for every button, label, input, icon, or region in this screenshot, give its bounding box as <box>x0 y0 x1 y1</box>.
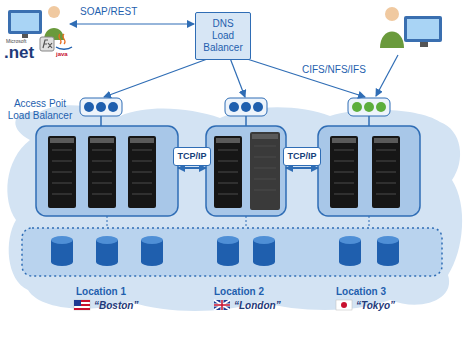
server-top <box>90 138 114 143</box>
label-text: Location 2 <box>214 286 264 298</box>
server-slot <box>132 172 152 173</box>
server-slot <box>52 194 72 195</box>
disk-top <box>51 236 73 244</box>
server-slot <box>334 150 354 151</box>
server-slot <box>132 194 152 195</box>
server-slot <box>52 172 72 173</box>
label-text: “Boston” <box>94 300 138 312</box>
server-slot <box>52 183 72 184</box>
disk-top <box>253 236 275 244</box>
cluster <box>206 126 286 216</box>
server-slot <box>254 146 276 147</box>
server-top <box>332 138 356 143</box>
server-slot <box>132 150 152 151</box>
label-text: java <box>56 50 68 58</box>
storage-band <box>22 228 442 276</box>
disk-top <box>141 236 163 244</box>
server-slot <box>376 150 396 151</box>
disk-top <box>96 236 118 244</box>
server-rack <box>372 136 400 208</box>
cluster <box>36 126 178 216</box>
server-slot <box>254 168 276 169</box>
server-slot <box>254 157 276 158</box>
dns-balancer-box: DNS Load Balancer <box>195 12 251 60</box>
label-text: “London” <box>234 300 281 312</box>
server-slot <box>218 150 238 151</box>
server-slot <box>334 183 354 184</box>
protocol-box: TCP/IP <box>283 147 321 166</box>
server-slot <box>334 161 354 162</box>
server-slot <box>334 172 354 173</box>
label-text: Access Poit Load Balancer <box>2 98 78 122</box>
server-slot <box>334 194 354 195</box>
server-slot <box>254 179 276 180</box>
label-text: Location 1 <box>76 286 126 298</box>
label-text: .net <box>4 43 34 62</box>
server-slot <box>218 183 238 184</box>
disks <box>51 236 399 266</box>
server-rack <box>250 132 280 210</box>
disk-top <box>217 236 239 244</box>
server-slot <box>376 161 396 162</box>
server-top <box>216 138 240 143</box>
server-slot <box>52 161 72 162</box>
tcp-link <box>178 167 206 169</box>
flag-uk <box>214 300 230 310</box>
server-top <box>130 138 154 143</box>
flag-us <box>74 300 90 310</box>
servers <box>48 132 400 210</box>
server-top <box>252 134 278 139</box>
server-slot <box>92 150 112 151</box>
server-slot <box>92 194 112 195</box>
server-rack <box>214 136 242 208</box>
server-slot <box>254 190 276 191</box>
protocol-box: TCP/IP <box>173 147 211 166</box>
server-rack <box>48 136 76 208</box>
server-rack <box>330 136 358 208</box>
storage-links <box>107 216 369 228</box>
disk-top <box>377 236 399 244</box>
cloud <box>7 105 462 311</box>
flag-jp <box>336 300 352 310</box>
lb-to-cluster <box>101 116 369 126</box>
label-text: CIFS/NFS/IFS <box>302 64 366 76</box>
server-slot <box>52 150 72 151</box>
label-text: SOAP/REST <box>80 6 137 18</box>
server-slot <box>218 161 238 162</box>
client-user <box>380 7 442 48</box>
server-slot <box>132 161 152 162</box>
disk-top <box>339 236 361 244</box>
server-slot <box>376 194 396 195</box>
server-slot <box>218 194 238 195</box>
server-slot <box>92 161 112 162</box>
node-text: TCP/IP <box>287 151 317 162</box>
server-slot <box>92 183 112 184</box>
server-slot <box>218 172 238 173</box>
server-slot <box>376 183 396 184</box>
node-text: DNS Load Balancer <box>201 18 245 54</box>
server-top <box>50 138 74 143</box>
server-top <box>374 138 398 143</box>
cluster <box>318 126 420 216</box>
server-slot <box>376 172 396 173</box>
node-text: TCP/IP <box>177 151 207 162</box>
server-slot <box>92 172 112 173</box>
label-text: “Tokyo” <box>356 300 395 312</box>
server-slot <box>132 183 152 184</box>
tcp-link <box>286 167 318 169</box>
server-rack <box>128 136 156 208</box>
access-point-lb <box>80 98 390 116</box>
label-text: Location 3 <box>336 286 386 298</box>
server-rack <box>88 136 116 208</box>
